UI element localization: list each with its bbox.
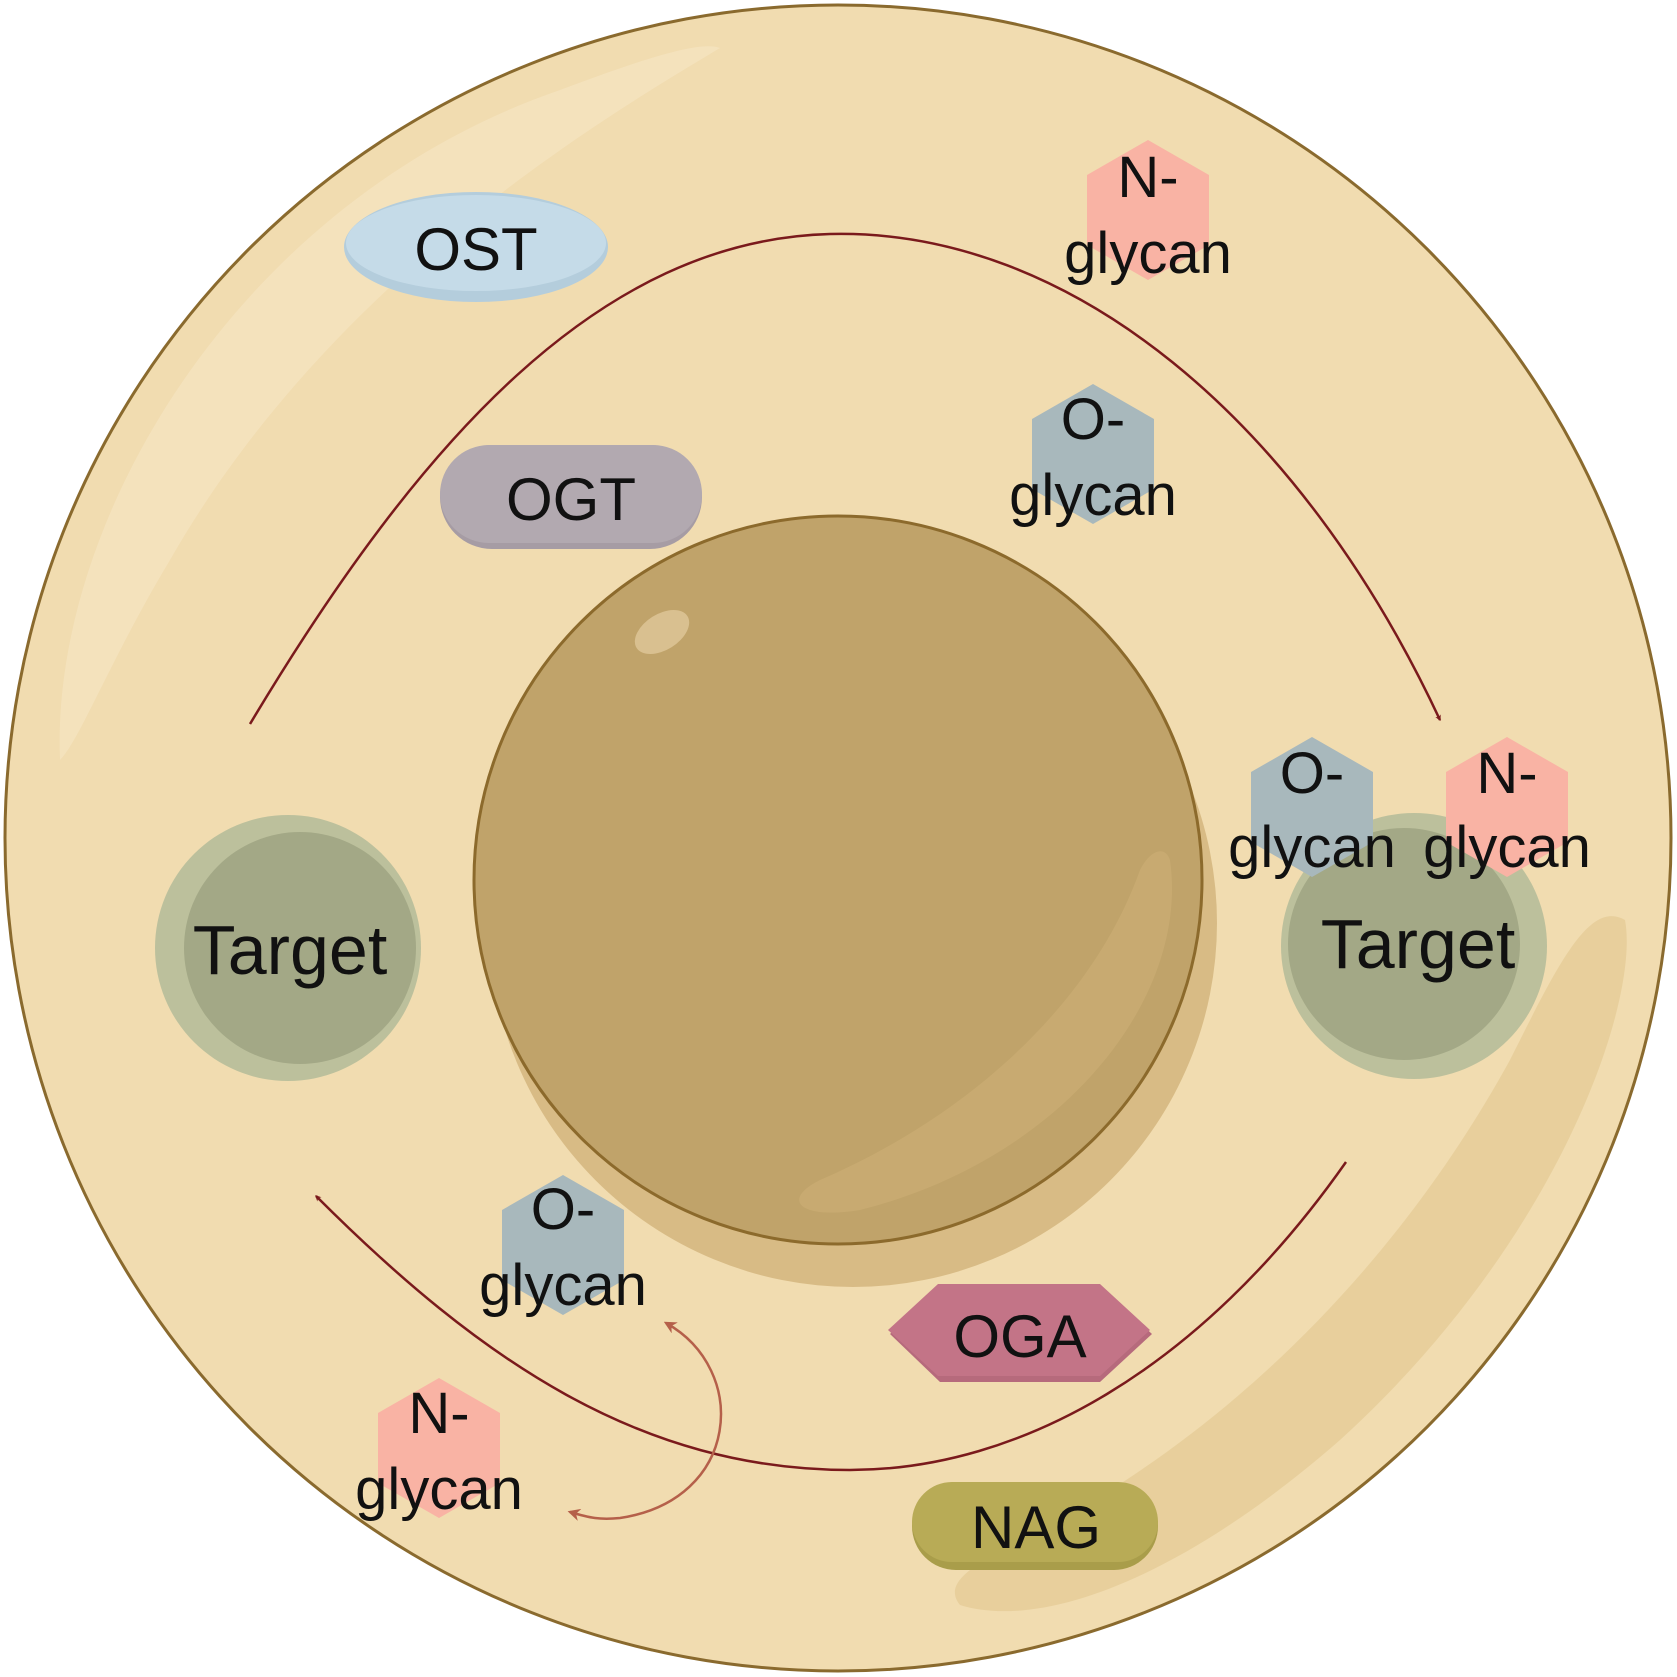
nucleus bbox=[472, 514, 1204, 1246]
o-glycan-bottom-line1: O- bbox=[531, 1177, 595, 1242]
n-glycan-top-line2: glycan bbox=[1064, 221, 1232, 286]
n-glycan-right: N- glycan bbox=[1423, 737, 1591, 880]
o-glycan-top-line1: O- bbox=[1061, 387, 1125, 452]
n-glycan-top: N- glycan bbox=[1064, 140, 1232, 286]
target-right: Target bbox=[1281, 813, 1547, 1079]
target-left-label: Target bbox=[193, 911, 388, 989]
target-left: Target bbox=[155, 815, 421, 1081]
o-glycan-right-line2: glycan bbox=[1228, 815, 1396, 880]
o-glycan-bottom-line2: glycan bbox=[479, 1253, 647, 1318]
n-glycan-bottom-line1: N- bbox=[408, 1381, 469, 1446]
arrow-o-n-interconversion bbox=[567, 1321, 723, 1521]
oga-enzyme: OGA bbox=[888, 1284, 1152, 1382]
target-right-label: Target bbox=[1321, 905, 1516, 983]
ost-enzyme: OST bbox=[344, 192, 608, 302]
n-glycan-right-line1: N- bbox=[1476, 741, 1537, 806]
nucleus-inner-highlight bbox=[799, 851, 1173, 1213]
nag-enzyme: NAG bbox=[912, 1482, 1158, 1570]
ogt-label: OGT bbox=[506, 466, 636, 533]
nag-label: NAG bbox=[971, 1494, 1101, 1561]
o-glycan-right-line1: O- bbox=[1280, 741, 1344, 806]
o-glycan-bottom: O- glycan bbox=[479, 1175, 647, 1318]
oga-label: OGA bbox=[953, 1303, 1086, 1370]
n-glycan-top-line1: N- bbox=[1117, 145, 1178, 210]
o-glycan-top: O- glycan bbox=[1009, 384, 1177, 528]
o-glycan-top-line2: glycan bbox=[1009, 463, 1177, 528]
n-glycan-bottom: N- glycan bbox=[355, 1378, 523, 1522]
n-glycan-right-line2: glycan bbox=[1423, 815, 1591, 880]
arrow-deglycosylation bbox=[315, 1161, 1348, 1472]
nucleus-gloss bbox=[634, 609, 690, 655]
cell-highlight-top-left bbox=[59, 46, 720, 760]
ost-label: OST bbox=[414, 216, 537, 283]
n-glycan-bottom-line2: glycan bbox=[355, 1457, 523, 1522]
arrow-glycosylation bbox=[248, 232, 1442, 725]
ogt-enzyme: OGT bbox=[440, 445, 702, 549]
o-glycan-right: O- glycan bbox=[1228, 737, 1396, 880]
